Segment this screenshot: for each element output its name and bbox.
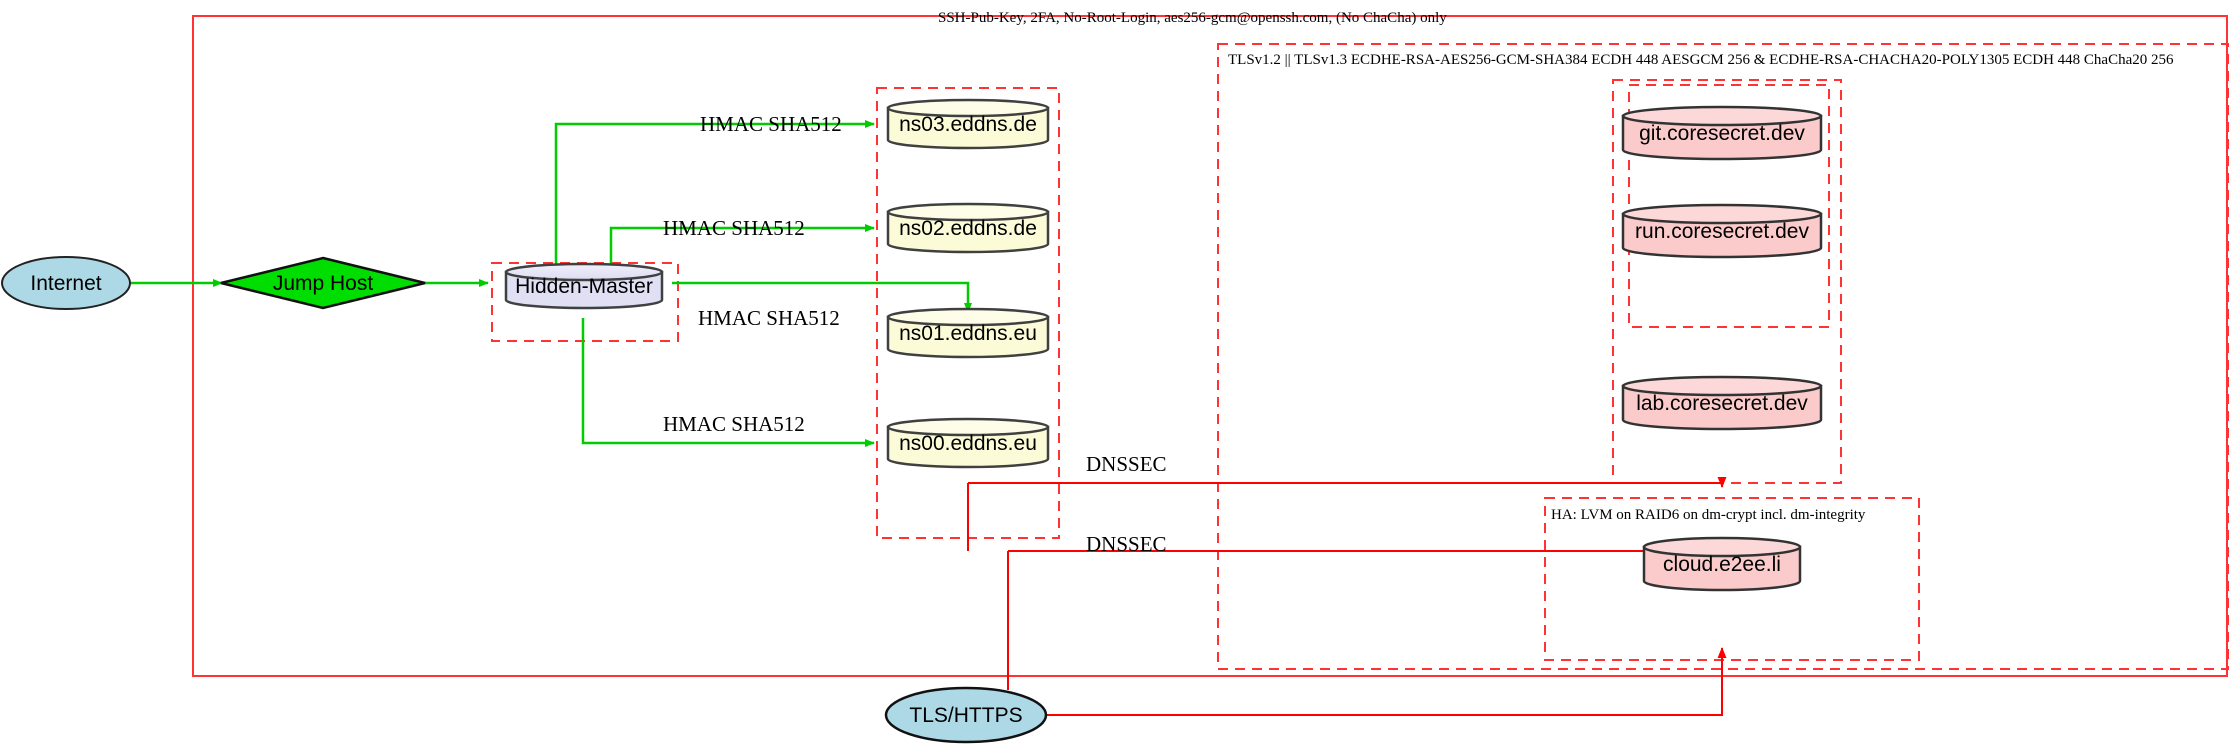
node-git-shape: [1621, 105, 1823, 161]
edge-hiddenmaster-to-ns00: [581, 318, 875, 447]
ha-storage-label: HA: LVM on RAID6 on dm-crypt incl. dm-in…: [1551, 507, 1866, 523]
edge-hiddenmaster-to-ns01: [672, 281, 972, 313]
node-ns03-shape: [886, 98, 1050, 150]
node-ns01-shape: [886, 307, 1050, 359]
ssh-policy-label: SSH-Pub-Key, 2FA, No-Root-Login, aes256-…: [938, 10, 1447, 26]
node-run-shape: [1621, 203, 1823, 259]
coresecret-cluster-box: [1612, 79, 1842, 484]
edge-label-hmac-ns01: HMAC SHA512: [698, 306, 840, 330]
edge-label-dnssec-lower: DNSSEC: [1086, 532, 1167, 556]
node-hiddenmaster-shape: [504, 262, 664, 310]
edge-hiddenmaster-to-ns03: [554, 120, 875, 285]
node-lab-shape: [1621, 375, 1823, 431]
outer-ssh-container: [192, 15, 2228, 677]
edge-hiddenmaster-to-ns02: [609, 224, 875, 277]
edge-label-hmac-ns02: HMAC SHA512: [663, 216, 805, 240]
node-jumphost-shape: [220, 256, 426, 310]
tls-cipher-label: TLSv1.2 || TLSv1.3 ECDHE-RSA-AES256-GCM-…: [1228, 52, 2174, 68]
edge-dnssec-upper: [968, 477, 1727, 488]
edge-tlshttps-right: [1040, 647, 1727, 716]
node-tlshttps-shape: [884, 686, 1048, 744]
node-ns00-shape: [886, 417, 1050, 469]
edge-label-hmac-ns00: HMAC SHA512: [663, 412, 805, 436]
node-ns02-shape: [886, 202, 1050, 254]
node-cloud-shape: [1642, 536, 1802, 592]
edge-label-hmac-ns03: HMAC SHA512: [700, 112, 842, 136]
ha-cluster-box: [1544, 497, 1920, 661]
node-internet-shape: [1, 256, 131, 310]
edge-label-dnssec-upper: DNSSEC: [1086, 452, 1167, 476]
